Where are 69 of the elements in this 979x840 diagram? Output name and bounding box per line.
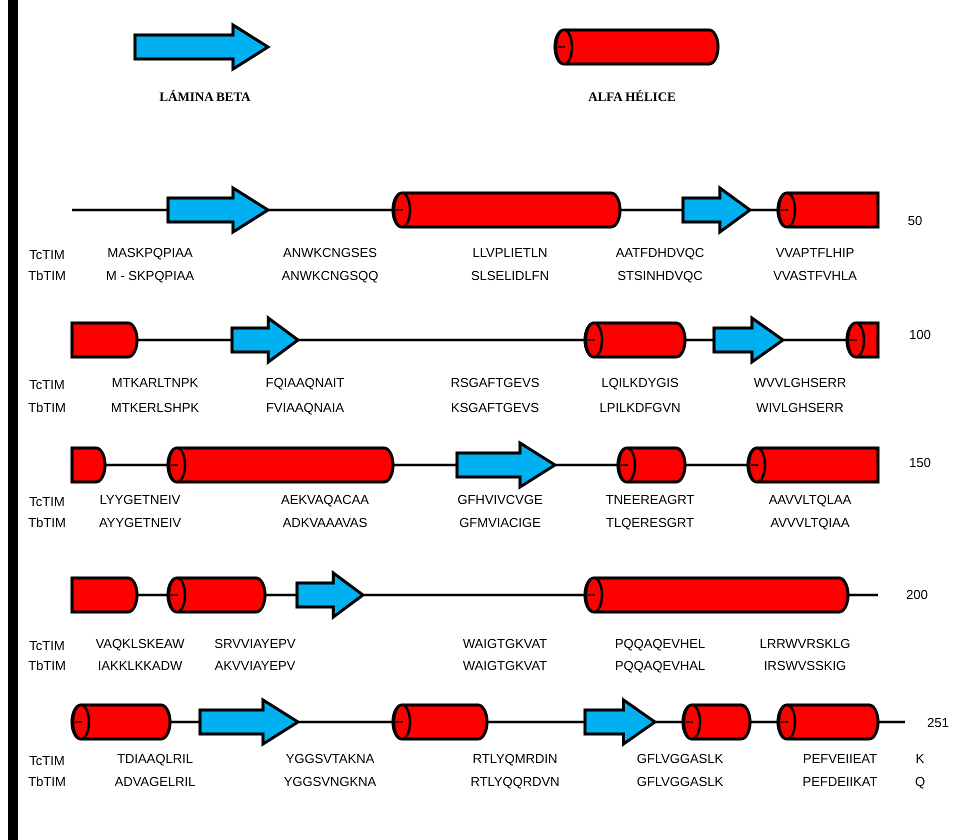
sequence-text: ADVAGELRIL <box>114 774 196 789</box>
sequence-text: WIVLGHSERR <box>756 400 844 415</box>
residue-letter: Q <box>914 774 926 789</box>
sequence-text: LLVPLIETLN <box>472 245 548 260</box>
sequence-text: TNEEREAGRT <box>606 492 694 507</box>
residue-number: 100 <box>909 327 931 342</box>
sequence-text: AATFDHDVQC <box>616 245 704 260</box>
sequence-text: AVVVLTQIAA <box>770 515 850 530</box>
sequence-text: YGGSVTAKNA <box>286 751 374 766</box>
sequence-text: MTKARLTNPK <box>112 375 198 390</box>
protein-name: TcTIM <box>29 377 65 392</box>
sequence-text: STSINHDVQC <box>617 268 703 283</box>
sequence-text: RSGAFTGEVS <box>450 375 540 390</box>
sequence-text: ANWKCNGSQQ <box>282 268 378 283</box>
sequence-text: ADKVAAAVAS <box>282 515 368 530</box>
sequence-text: PEFDEIIKAT <box>802 774 878 789</box>
sequence-text: LYYGETNEIV <box>100 492 180 507</box>
sequence-text: VVAPTFLHIP <box>776 245 854 260</box>
protein-name: TcTIM <box>29 247 65 262</box>
sequence-text: AEKVAQACAA <box>281 492 369 507</box>
sequence-text: WAIGTGKVAT <box>462 636 548 651</box>
sequence-text: PEFVEIIEAT <box>802 751 878 766</box>
protein-name: TcTIM <box>29 753 65 768</box>
sequence-text: MTKERLSHPK <box>110 400 200 415</box>
sequence-text: KSGAFTGEVS <box>450 400 540 415</box>
sequence-text: VVASTFVHLA <box>773 268 857 283</box>
sequence-text: FVIAAQNAIA <box>266 400 344 415</box>
protein-name: TbTIM <box>28 658 66 673</box>
sequence-text: GFMVIACIGE <box>459 515 541 530</box>
sequence-text: FQIAAQNAIT <box>266 375 344 390</box>
legend-text: LÁMINA BETA <box>159 89 251 105</box>
sequence-text: SRVVIAYEPV <box>214 636 296 651</box>
sequence-text: TLQERESGRT <box>606 515 694 530</box>
protein-name: TcTIM <box>29 494 65 509</box>
sequence-text: YGGSVNGKNA <box>284 774 376 789</box>
residue-number: 251 <box>927 715 949 730</box>
sequence-text: AKVVIAYEPV <box>214 658 296 673</box>
sequence-text: AYYGETNEIV <box>98 515 182 530</box>
sequence-text: ANWKCNGSES <box>283 245 377 260</box>
protein-name: TbTIM <box>28 268 66 283</box>
sequence-text: WVVLGHSERR <box>754 375 846 390</box>
residue-letter: K <box>916 751 924 766</box>
protein-name: TbTIM <box>28 774 66 789</box>
sequence-text: RTLYQQRDVN <box>470 774 560 789</box>
protein-name: TcTIM <box>29 638 65 653</box>
sequence-text: IRSWVSSKIG <box>764 658 846 673</box>
sequence-text: LQILKDYGIS <box>601 375 679 390</box>
sequence-text: LPILKDFGVN <box>600 400 680 415</box>
protein-name: TbTIM <box>28 400 66 415</box>
legend-text: ALFA HÉLICE <box>588 89 676 105</box>
sequence-text: MASKPQPIAA <box>107 245 193 260</box>
sequence-text: LRRWVRSKLG <box>760 636 850 651</box>
sequence-text: RTLYQMRDIN <box>472 751 558 766</box>
residue-number: 150 <box>909 455 931 470</box>
sequence-text: WAIGTGKVAT <box>462 658 548 673</box>
sequence-text: SLSELIDLFN <box>470 268 550 283</box>
sequence-text: TDIAAQLRIL <box>117 751 193 766</box>
protein-name: TbTIM <box>28 515 66 530</box>
sequence-text: M - SKPQPIAA <box>106 268 194 283</box>
sequence-text: PQQAQEVHEL <box>614 636 706 651</box>
sequence-text: GFLVGGASLK <box>636 751 724 766</box>
sequence-text: VAQKLSKEAW <box>96 636 184 651</box>
sequence-text: PQQAQEVHAL <box>614 658 706 673</box>
residue-number: 200 <box>906 587 928 602</box>
sequence-text: AAVVLTQLAA <box>768 492 852 507</box>
residue-number: 50 <box>908 213 922 228</box>
sequence-text: GFLVGGASLK <box>636 774 724 789</box>
sequence-text: GFHVIVCVGE <box>457 492 543 507</box>
sequence-text: IAKKLKKADW <box>98 658 182 673</box>
